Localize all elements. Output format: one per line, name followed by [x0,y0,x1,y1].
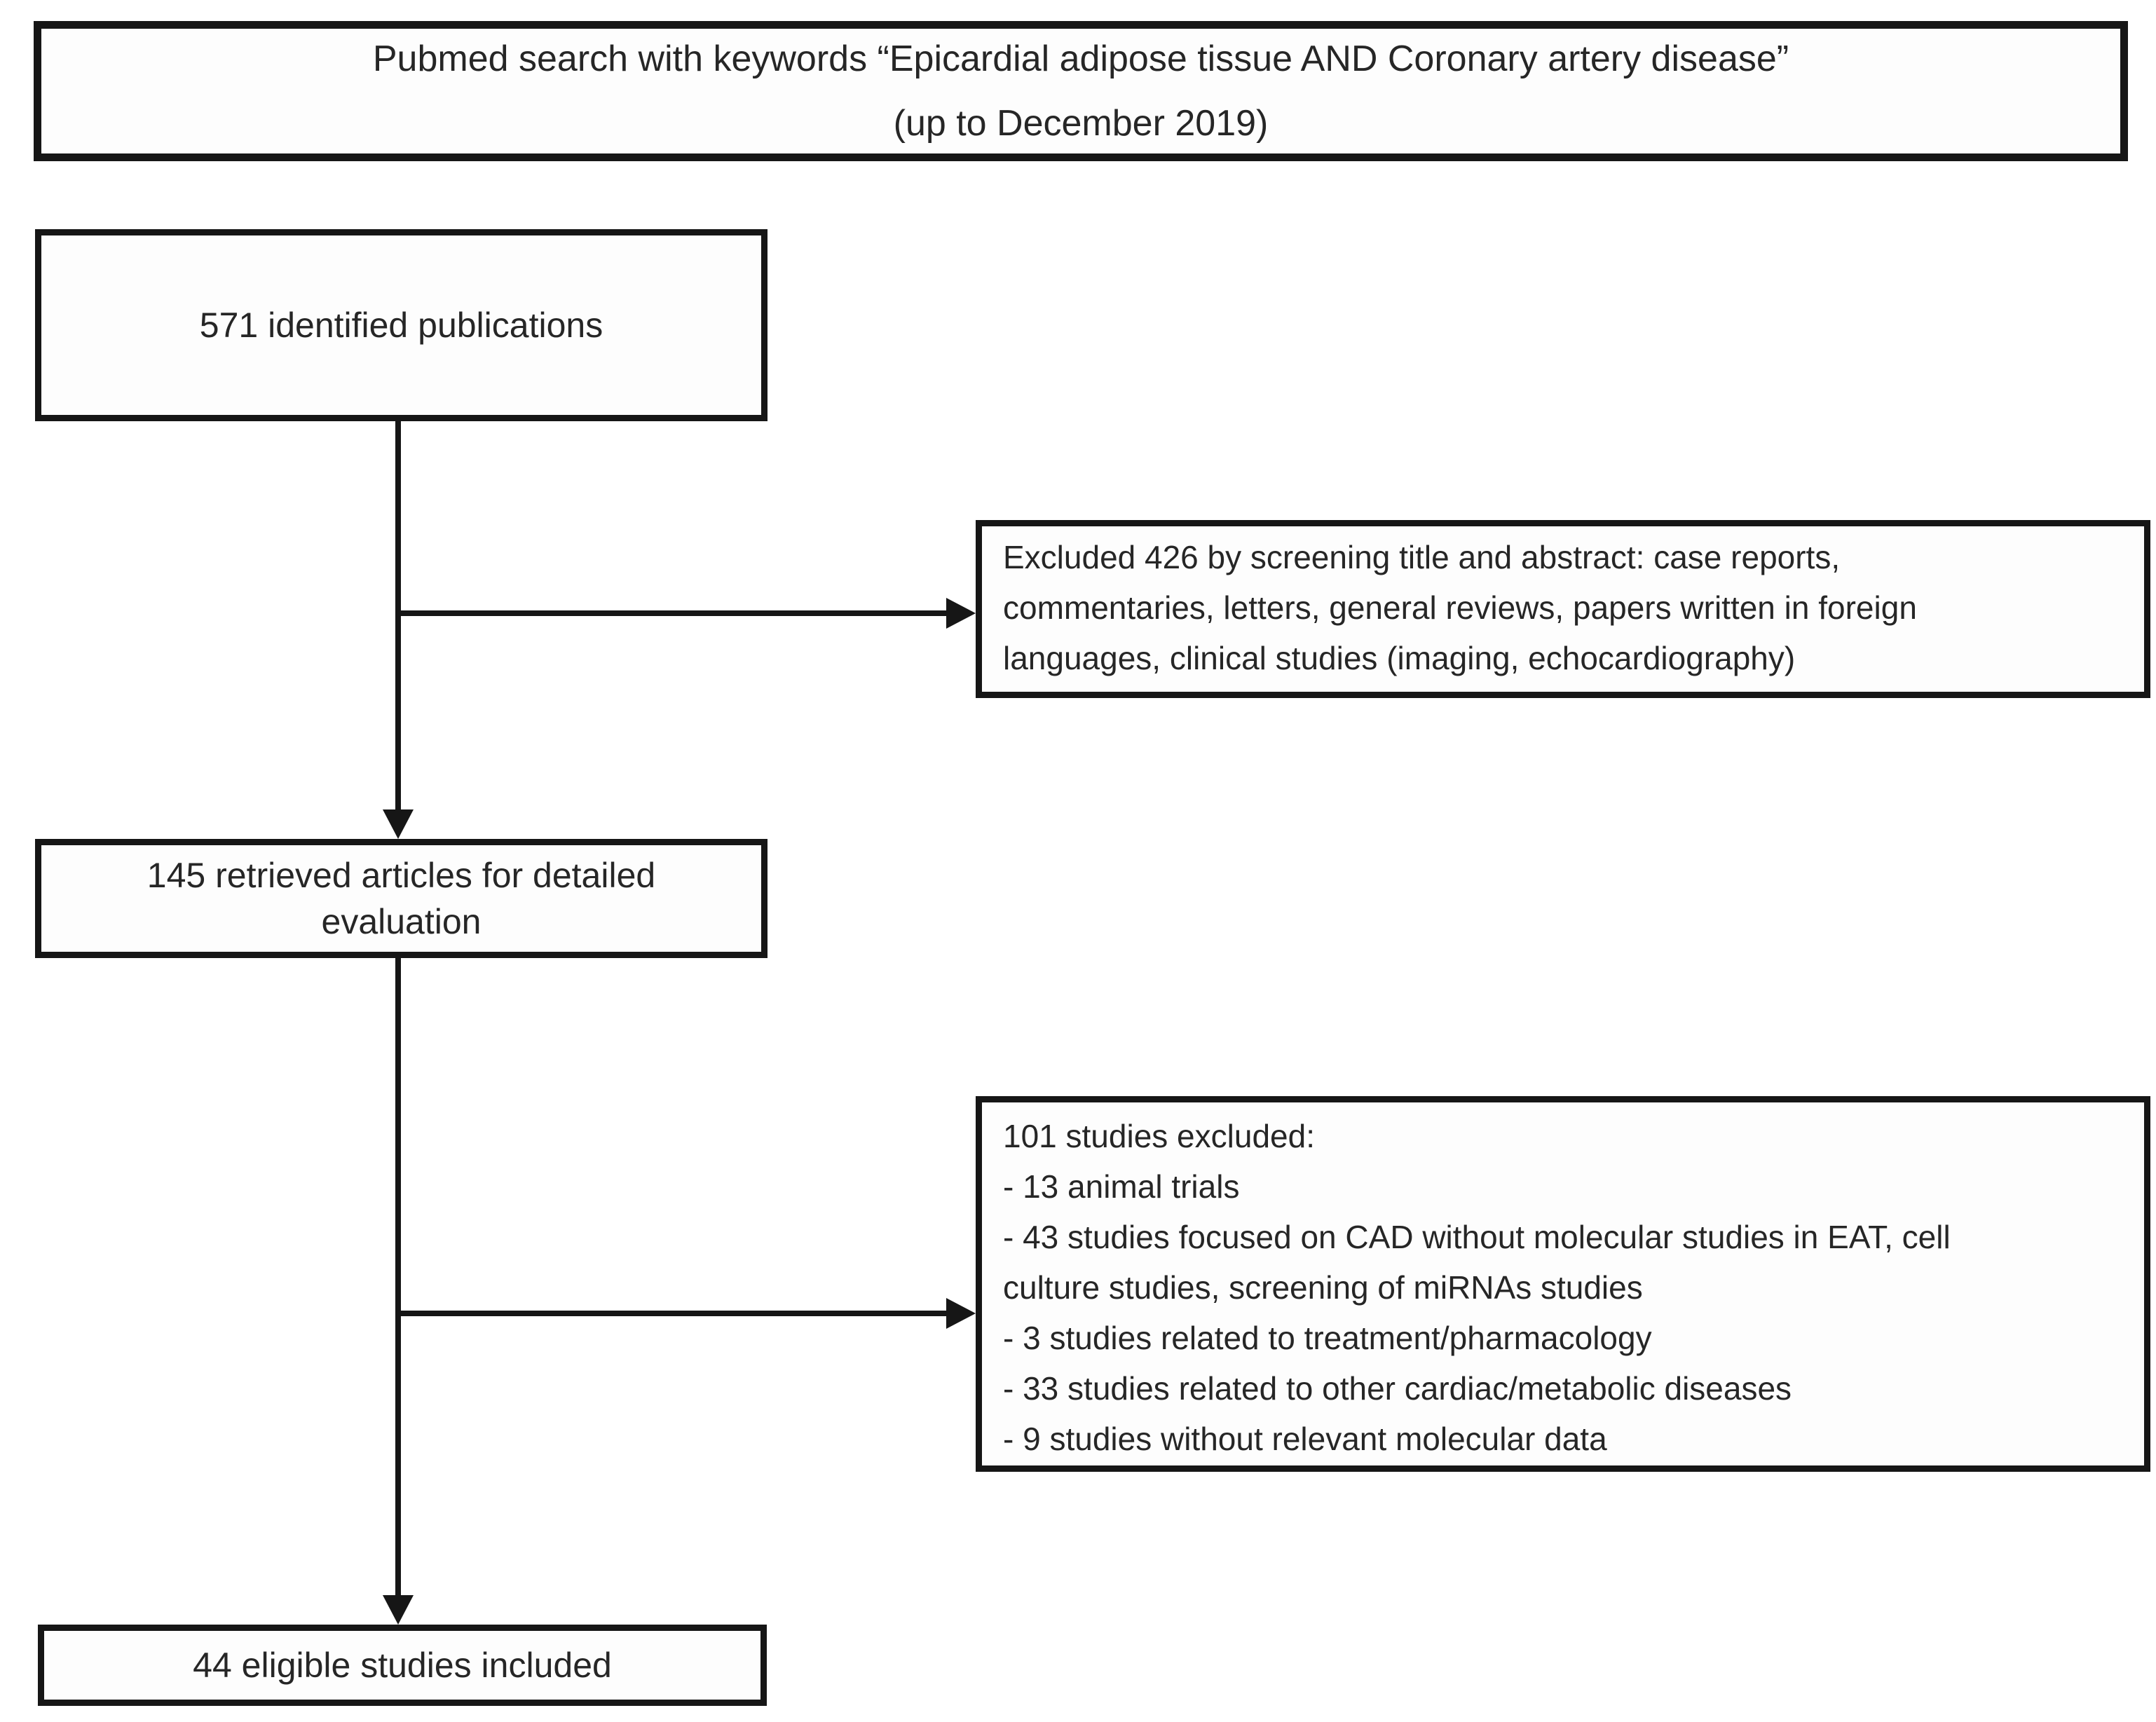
connector-branch-excluded-detailed [395,1311,949,1316]
excluded-screening-line: Excluded 426 by screening title and abst… [1003,539,1841,575]
included-studies-label: 44 eligible studies included [193,1646,612,1685]
arrowhead-right-icon [946,598,976,629]
retrieved-articles-line1: 145 retrieved articles for detailed [146,856,656,895]
connector-identified-to-retrieved [395,420,401,812]
excluded-detailed-line: - 43 studies focused on CAD without mole… [1003,1219,1951,1255]
arrowhead-right-icon [946,1298,976,1329]
retrieved-articles-box: 145 retrieved articles for detailed eval… [35,839,767,958]
connector-retrieved-to-included [395,957,401,1598]
connector-branch-excluded-screening [395,610,949,616]
excluded-screening-line: commentaries, letters, general reviews, … [1003,589,1917,626]
excluded-detailed-line: - 13 animal trials [1003,1168,1240,1205]
excluded-detailed-box: 101 studies excluded: - 13 animal trials… [976,1096,2150,1472]
retrieved-articles-line2: evaluation [321,902,482,941]
arrowhead-down-icon [383,809,414,839]
excluded-detailed-line: 101 studies excluded: [1003,1118,1315,1154]
included-studies-box: 44 eligible studies included [38,1625,767,1706]
excluded-detailed-line: - 9 studies without relevant molecular d… [1003,1421,1607,1457]
excluded-detailed-line: culture studies, screening of miRNAs stu… [1003,1269,1643,1306]
arrowhead-down-icon [383,1595,414,1625]
excluded-screening-line: languages, clinical studies (imaging, ec… [1003,640,1796,676]
excluded-detailed-line: - 3 studies related to treatment/pharmac… [1003,1320,1652,1356]
excluded-detailed-line: - 33 studies related to other cardiac/me… [1003,1370,1792,1407]
search-strategy-line2: (up to December 2019) [893,103,1269,144]
search-strategy-box: Pubmed search with keywords “Epicardial … [34,21,2128,161]
identified-publications-label: 571 identified publications [199,306,603,345]
excluded-screening-box: Excluded 426 by screening title and abst… [976,520,2150,698]
search-strategy-line1: Pubmed search with keywords “Epicardial … [372,39,1789,79]
identified-publications-box: 571 identified publications [35,229,767,421]
